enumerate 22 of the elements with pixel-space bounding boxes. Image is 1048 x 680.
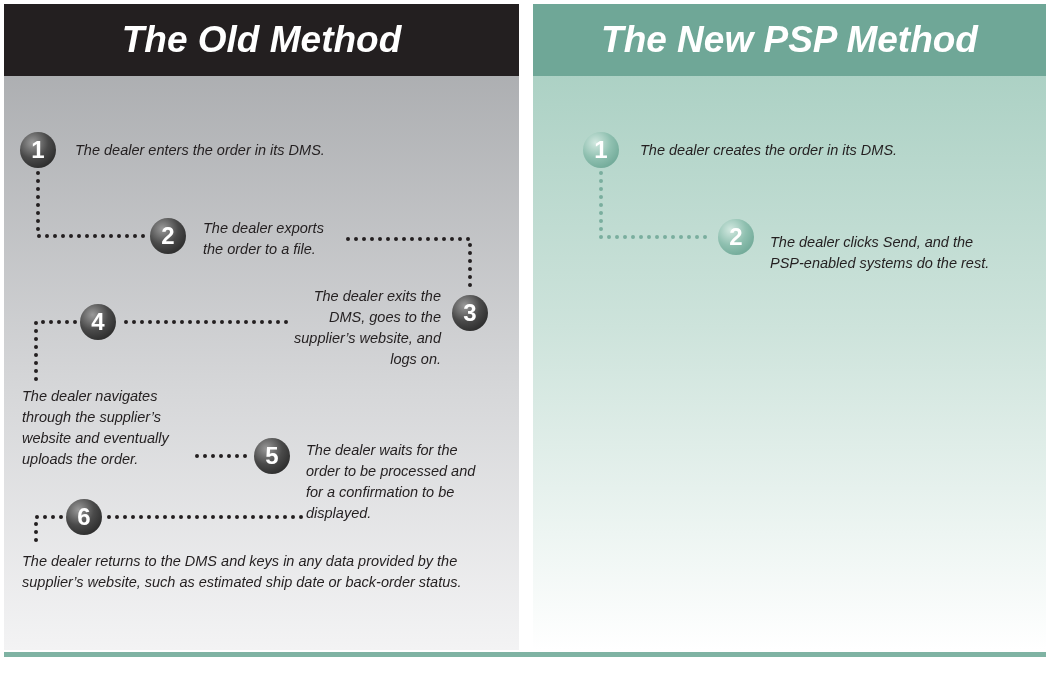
step-description: The dealer enters the order in its DMS. [75,140,375,161]
step-description: The dealer creates the order in its DMS. [640,140,970,161]
dotted-connector [105,515,303,519]
step-description: The dealer returns to the DMS and keys in any data provided by the supplier’s website, such as estimated ship date or back-order status. [22,551,517,593]
step-description: The dealer waits for the order to be processed and for a confirmation to be displayed. [306,440,486,524]
step-number: 2 [718,219,754,255]
panel-header: The New PSP Method [533,4,1046,76]
dotted-connector [34,320,77,383]
step-number: 1 [20,132,56,168]
panel-header: The Old Method [4,4,519,76]
step-description: The dealer clicks Send, and the PSP-enabled systems do the rest. [770,232,1005,274]
step-number: 5 [254,438,290,474]
dotted-connector [36,171,147,238]
step-description: The dealer exports the order to a file. [203,218,343,260]
step-description: The dealer navigates through the supplier’s website and eventually uploads the order. [22,386,192,470]
step-number: 3 [452,295,488,331]
step-number: 4 [80,304,116,340]
step-number: 2 [150,218,186,254]
panel [4,4,519,650]
step-number: 6 [66,499,102,535]
step-description: The dealer exits the DMS, goes to the supplier’s website, and logs on. [291,286,441,370]
step-number: 1 [583,132,619,168]
